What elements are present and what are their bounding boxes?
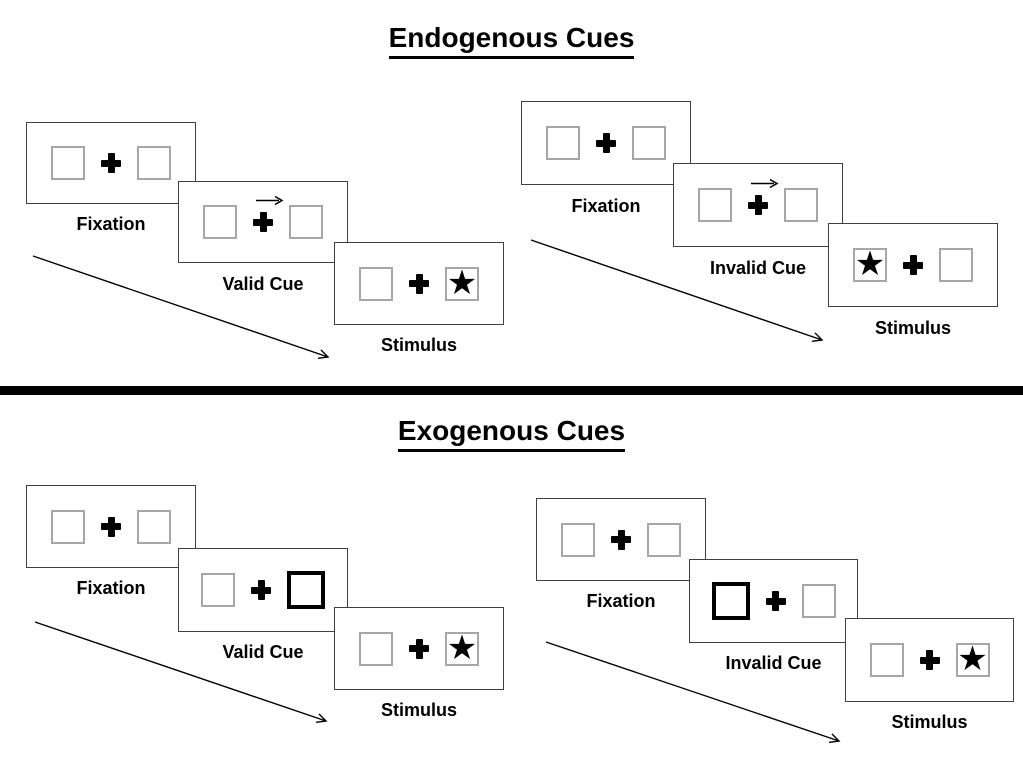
step-label-stimulus: Stimulus (874, 318, 951, 338)
step-label-valid-cue: Valid Cue (222, 642, 304, 662)
highlighted-cue-box-right (287, 571, 325, 609)
step-label-fixation: Fixation (571, 196, 641, 216)
central-cue (253, 195, 284, 232)
step-label-stimulus: Stimulus (891, 712, 968, 732)
target-box: ★ (955, 640, 990, 678)
step-label-invalid-cue: Invalid Cue (709, 258, 807, 278)
right-placeholder-box (137, 509, 171, 544)
endo-invalid-stimulus-screen: ★ (828, 223, 998, 307)
fixation-cross-icon (596, 133, 616, 153)
endo-invalid-fixation-screen (521, 101, 691, 185)
exo-valid-cue-screen (178, 548, 348, 632)
star-target-icon: ★ (854, 245, 886, 283)
left-placeholder-box (51, 146, 85, 180)
step-label-stimulus: Stimulus (380, 700, 457, 720)
fixation-cross-icon (919, 650, 940, 670)
step-label-fixation: Fixation (76, 214, 146, 234)
step-label-fixation: Fixation (76, 578, 146, 598)
exo-invalid-cue-screen (689, 559, 858, 643)
cue-arrow-right-icon (256, 195, 284, 206)
exo-invalid-stimulus-screen: ★ (845, 618, 1014, 702)
left-placeholder-box (359, 266, 393, 301)
sequence-arrow-exo-invalid (545, 641, 839, 741)
sequence-arrow-endo-valid (32, 255, 328, 357)
cue-arrow-right-icon (751, 178, 779, 189)
exo-valid-stimulus-screen: ★ (334, 607, 504, 690)
sequence-arrow-endo-invalid (530, 239, 822, 340)
step-label-stimulus: Stimulus (380, 335, 457, 355)
left-placeholder-box (698, 188, 732, 222)
right-placeholder-box (801, 584, 836, 618)
right-placeholder-box (939, 248, 973, 282)
right-placeholder-box (137, 146, 171, 180)
left-placeholder-box (203, 205, 237, 239)
left-placeholder-box (359, 631, 393, 666)
fixation-cross-icon (251, 580, 271, 600)
fixation-cross-icon (101, 516, 121, 537)
endo-valid-fixation-screen (26, 122, 196, 204)
target-box: ★ (445, 263, 479, 302)
fixation-cross-icon (409, 273, 429, 294)
star-target-icon: ★ (957, 640, 988, 678)
left-placeholder-box (201, 573, 235, 607)
exo-valid-fixation-screen (26, 485, 196, 568)
exo-invalid-fixation-screen (536, 498, 706, 581)
endo-valid-cue-screen (178, 181, 348, 263)
section-title-text: Endogenous Cues (388, 22, 635, 59)
sequence-arrow-exo-valid (34, 621, 326, 721)
right-placeholder-box (289, 205, 323, 239)
endo-valid-stimulus-screen: ★ (334, 242, 504, 325)
step-label-valid-cue: Valid Cue (222, 274, 304, 294)
section-title-endogenous: Endogenous Cues (0, 22, 1023, 59)
left-placeholder-box (561, 522, 595, 557)
step-label-invalid-cue: Invalid Cue (725, 653, 822, 673)
target-box: ★ (853, 245, 887, 283)
right-placeholder-box (632, 126, 666, 160)
section-title-text: Exogenous Cues (397, 415, 626, 452)
central-cue (748, 178, 779, 215)
left-placeholder-box (546, 126, 580, 160)
section-title-exogenous: Exogenous Cues (0, 415, 1023, 452)
highlighted-cue-box-left (711, 582, 750, 620)
fixation-cross-icon (765, 591, 786, 611)
fixation-cross-icon (903, 255, 923, 275)
star-target-icon: ★ (446, 628, 478, 667)
endo-invalid-cue-screen (673, 163, 843, 247)
star-target-icon: ★ (446, 263, 478, 302)
section-divider (0, 386, 1023, 395)
left-placeholder-box (51, 509, 85, 544)
fixation-cross-icon (611, 529, 631, 550)
fixation-cross-icon (409, 638, 429, 659)
right-placeholder-box (784, 188, 818, 222)
left-placeholder-box (869, 643, 904, 677)
right-placeholder-box (647, 522, 681, 557)
step-label-fixation: Fixation (586, 591, 656, 611)
target-box: ★ (445, 628, 479, 667)
fixation-cross-icon (101, 153, 121, 173)
